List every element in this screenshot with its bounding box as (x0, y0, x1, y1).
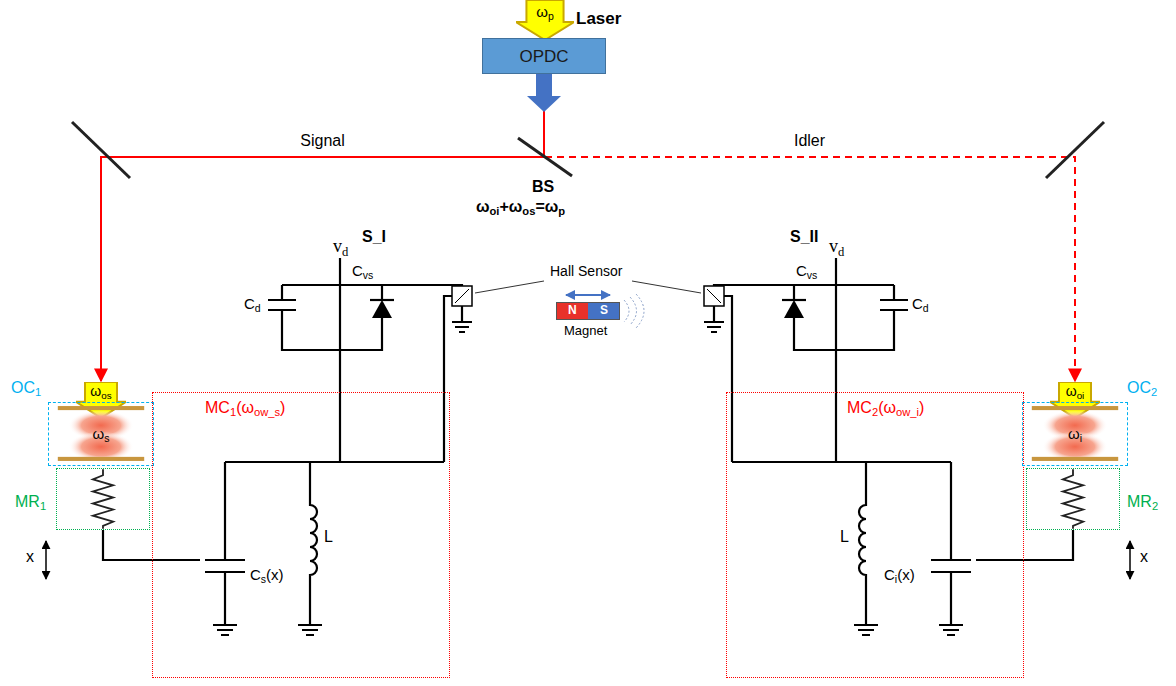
node-text: MC2(ωow_i) (847, 399, 924, 417)
beam-connector (544, 74, 1075, 381)
node-text: ωs (49, 425, 153, 442)
microwave-cavity: MC1(ωow_s) (152, 392, 450, 678)
part-label: L (840, 528, 849, 546)
magnet: NS (556, 302, 620, 320)
subscript: d (838, 245, 844, 259)
part-label: ωoi+ωos=ωp (476, 198, 565, 216)
part-label: Cvs (352, 262, 373, 279)
node-text: ωp (516, 3, 574, 20)
subscript: ow_i (896, 406, 919, 418)
mechanical-resonator: MR2 (1026, 468, 1120, 530)
node-text: OC1 (11, 379, 41, 397)
leader-line (632, 281, 701, 293)
part-label: Hall Sensor (550, 263, 622, 279)
part-label: Cs(x) (250, 566, 284, 583)
subscript: oi (490, 205, 500, 217)
edge-label: Idler (792, 132, 827, 150)
node-text: OPDC (483, 47, 605, 67)
subscript: p (548, 10, 554, 22)
part-label: BS (532, 178, 554, 196)
subscript: 1 (35, 386, 41, 398)
node-text: Laser (576, 9, 621, 29)
part-label: Cd (244, 295, 261, 312)
edge-label: Signal (298, 132, 346, 150)
subscript: d (923, 302, 929, 314)
part-label: S_I (362, 228, 386, 246)
spring-shape (1027, 469, 1119, 529)
half-circuit-mirror (704, 122, 1130, 635)
subscript: i (1080, 432, 1082, 444)
pump-arrow (527, 74, 561, 112)
part-label: x (26, 548, 34, 566)
subscript: s (261, 573, 266, 585)
opdc-box: OPDC (482, 38, 606, 74)
subscript: s (104, 432, 109, 444)
subscript: vs (363, 269, 374, 281)
node-text: MR1 (15, 493, 46, 511)
node-text: ωi (1023, 425, 1127, 442)
part-label: S_II (790, 228, 818, 246)
part-label: Magnet (564, 324, 607, 339)
part-label: Ci(x) (884, 566, 915, 583)
subscript: vs (807, 269, 818, 281)
node-text: N (568, 304, 577, 318)
subscript: 2 (1152, 500, 1158, 512)
part-label: L (324, 528, 333, 546)
pump-laser-arrow: ωpLaser (516, 0, 574, 40)
node-text: ωos (76, 383, 126, 399)
microwave-cavity: MC2(ωow_i) (726, 392, 1024, 678)
subscript: os (101, 390, 111, 401)
part-label: vd (333, 236, 348, 257)
part-label: vd (829, 236, 844, 257)
node-text: MC1(ωow_s) (205, 399, 285, 417)
subscript: 1 (230, 406, 236, 418)
spring-shape (57, 469, 149, 529)
beam-splitter (518, 138, 572, 176)
node-text: ωoi (1050, 383, 1100, 399)
subscript: os (522, 205, 535, 217)
part-label: Cvs (796, 262, 817, 279)
subscript: p (558, 205, 565, 217)
node-text: MR2 (1127, 493, 1158, 511)
part-label: x (1140, 548, 1148, 566)
motion-arrow (566, 294, 610, 296)
half-circuit (46, 122, 472, 635)
subscript: oi (1077, 390, 1085, 401)
optical-cavity: OC1ωs (48, 402, 154, 466)
subscript: ow_s (254, 406, 280, 418)
field-lines (624, 294, 644, 328)
mechanical-resonator: MR1 (56, 468, 150, 530)
subscript: d (342, 245, 348, 259)
optical-cavity: OC2ωi (1022, 402, 1128, 466)
subscript: d (255, 302, 261, 314)
subscript: 2 (872, 406, 878, 418)
subscript: 1 (40, 500, 46, 512)
node-text: S (600, 304, 608, 318)
node-text: OC2 (1127, 379, 1157, 397)
beam-connector (101, 74, 544, 381)
leader-line (475, 281, 544, 293)
subscript: i (895, 573, 897, 585)
subscript: 2 (1151, 386, 1157, 398)
part-label: Cd (912, 295, 929, 312)
